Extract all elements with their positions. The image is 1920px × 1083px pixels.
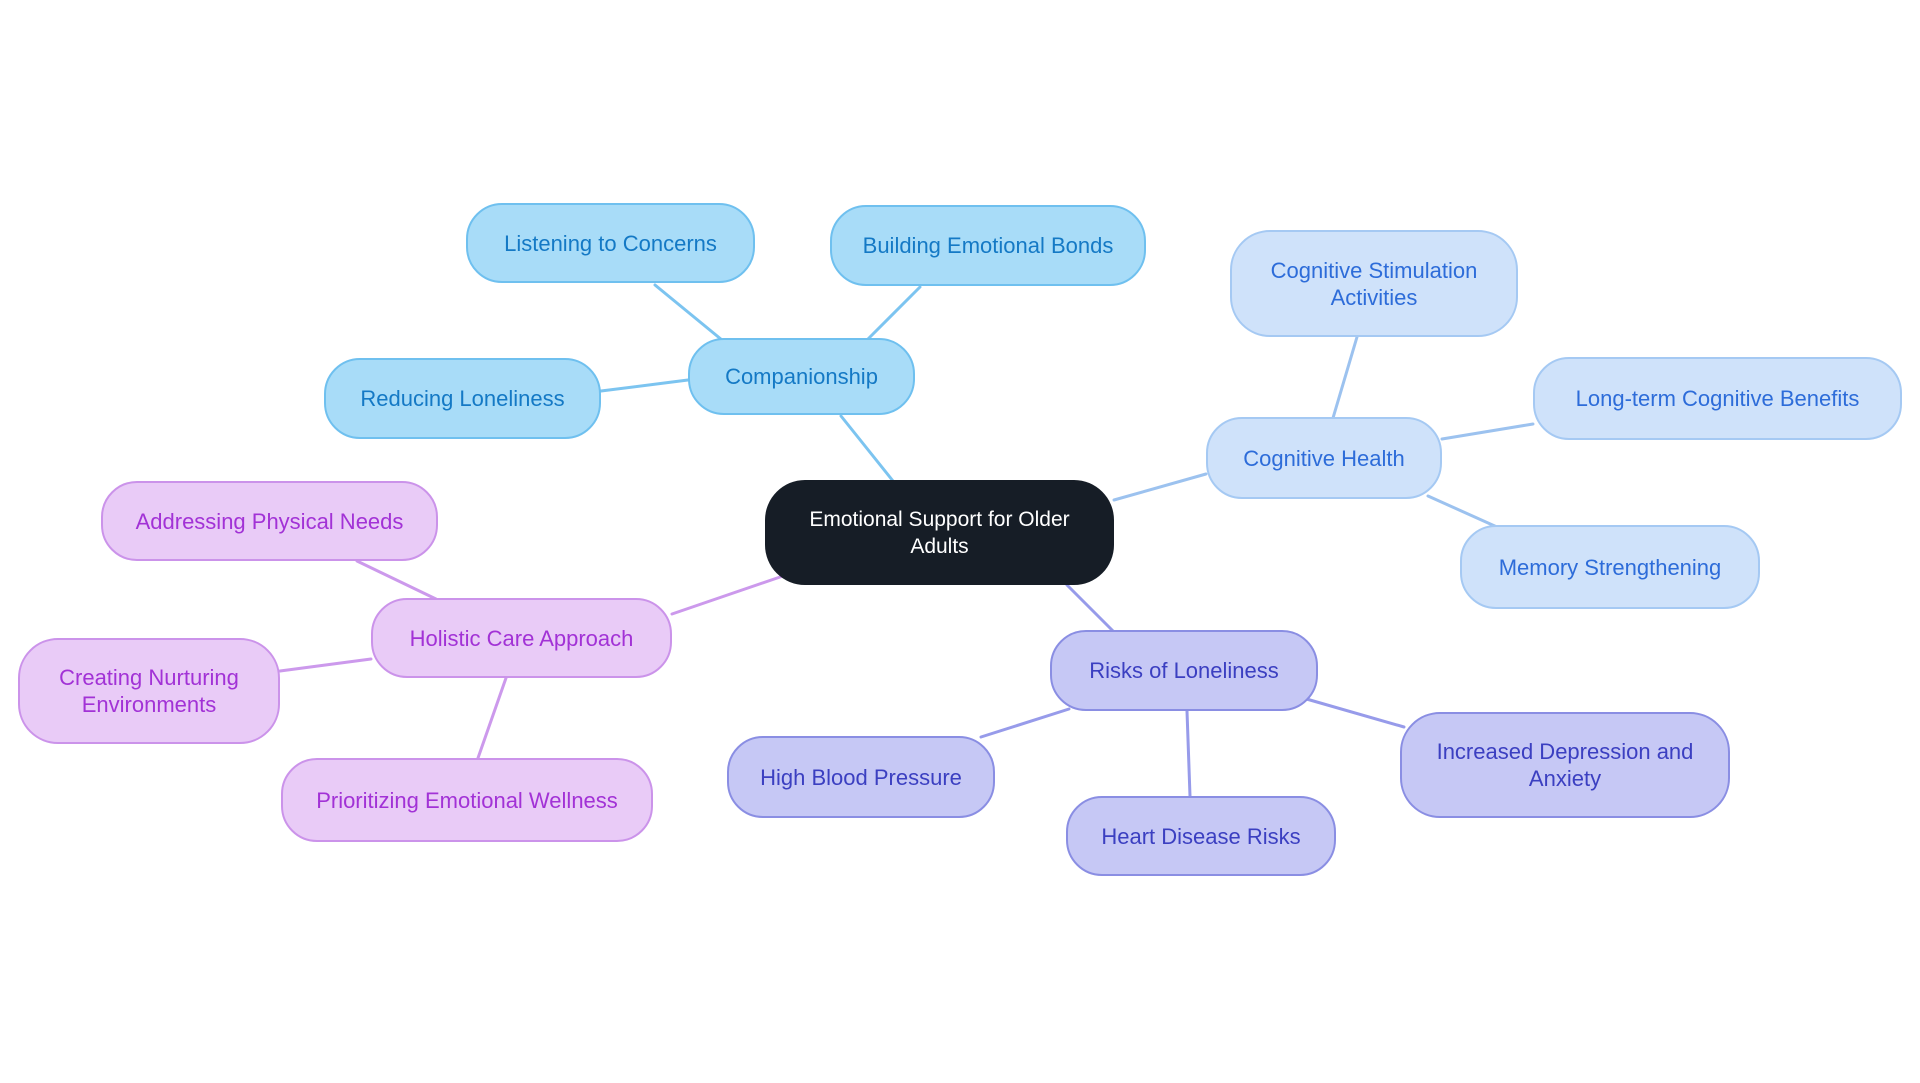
node-holistic-care-approach[interactable]: Holistic Care Approach bbox=[371, 598, 672, 678]
node-addressing-physical-needs[interactable]: Addressing Physical Needs bbox=[101, 481, 438, 561]
edge-cognitive-stimulation bbox=[1331, 335, 1359, 420]
node-heart-disease-risks[interactable]: Heart Disease Risks bbox=[1066, 796, 1336, 876]
edge-center-cognitive-health bbox=[1112, 472, 1208, 502]
edge-center-holistic bbox=[670, 574, 785, 616]
node-creating-nurturing-environments[interactable]: Creating Nurturing Environments bbox=[18, 638, 280, 744]
edge-center-companionship bbox=[839, 414, 895, 483]
node-high-blood-pressure[interactable]: High Blood Pressure bbox=[727, 736, 995, 818]
edge-risks-heart-disease bbox=[1185, 709, 1192, 798]
edge-holistic-prioritizing bbox=[476, 676, 508, 760]
node-long-term-cognitive-benefits[interactable]: Long-term Cognitive Benefits bbox=[1533, 357, 1902, 440]
edge-holistic-addressing bbox=[355, 559, 438, 601]
edge-holistic-creating bbox=[278, 657, 373, 673]
node-center[interactable]: Emotional Support for Older Adults bbox=[765, 480, 1114, 585]
edge-companionship-reducing bbox=[599, 378, 690, 393]
node-cognitive-stimulation-activities[interactable]: Cognitive Stimulation Activities bbox=[1230, 230, 1518, 337]
edge-cognitive-memory bbox=[1426, 494, 1499, 529]
edge-companionship-building bbox=[865, 285, 922, 342]
edge-center-risks bbox=[1065, 583, 1116, 634]
node-memory-strengthening[interactable]: Memory Strengthening bbox=[1460, 525, 1760, 609]
edge-cognitive-longterm bbox=[1440, 422, 1535, 441]
node-building-emotional-bonds[interactable]: Building Emotional Bonds bbox=[830, 205, 1146, 286]
node-listening-to-concerns[interactable]: Listening to Concerns bbox=[466, 203, 755, 283]
node-cognitive-health[interactable]: Cognitive Health bbox=[1206, 417, 1442, 499]
node-companionship[interactable]: Companionship bbox=[688, 338, 915, 415]
node-reducing-loneliness[interactable]: Reducing Loneliness bbox=[324, 358, 601, 439]
node-increased-depression-anxiety[interactable]: Increased Depression and Anxiety bbox=[1400, 712, 1730, 818]
edge-companionship-listening bbox=[653, 283, 724, 342]
node-risks-of-loneliness[interactable]: Risks of Loneliness bbox=[1050, 630, 1318, 711]
edge-risks-high-blood-pressure bbox=[979, 707, 1071, 739]
edge-risks-depression bbox=[1301, 696, 1406, 729]
node-prioritizing-emotional-wellness[interactable]: Prioritizing Emotional Wellness bbox=[281, 758, 653, 842]
